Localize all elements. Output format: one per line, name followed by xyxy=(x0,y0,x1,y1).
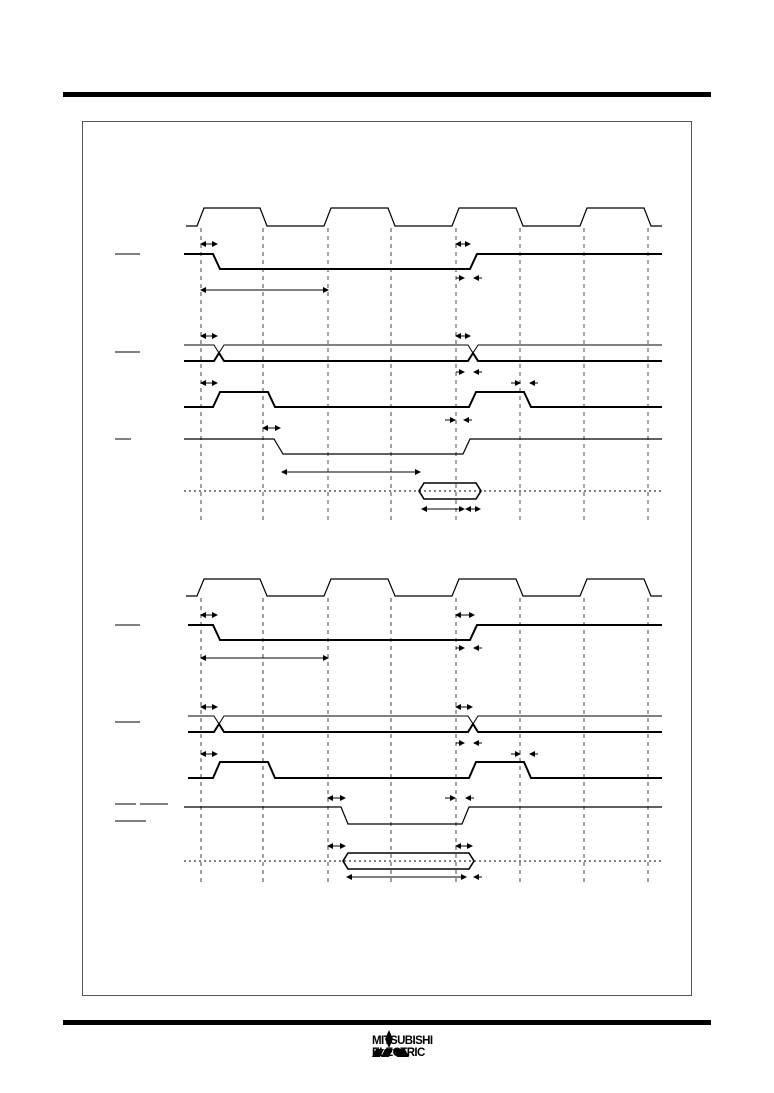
upper-timing-arrows xyxy=(200,241,538,512)
logo-line-2: ELECTRIC xyxy=(372,1047,425,1059)
lower-clock-wave xyxy=(186,578,662,597)
lower-data-valid-window xyxy=(342,852,475,870)
upper-clock-wave xyxy=(186,207,662,227)
upper-signal1-wave xyxy=(184,253,662,270)
upper-signal2-bus-top xyxy=(184,344,662,354)
lower-signal4-wave xyxy=(184,806,662,825)
upper-signal4-wave xyxy=(184,438,662,455)
company-logo-text: MITSUBISHI ELECTRIC xyxy=(372,1035,433,1059)
footer-rule xyxy=(63,1020,711,1025)
lower-signal3-wave xyxy=(188,761,662,779)
upper-signal3-wave xyxy=(184,391,662,408)
upper-signal2-bus-bottom xyxy=(184,351,662,362)
lower-signal2-bus-bottom xyxy=(188,722,662,733)
mitsubishi-diamonds-icon xyxy=(372,1030,409,1057)
header-rule xyxy=(63,92,711,97)
diagram-frame xyxy=(82,121,692,996)
logo-line-1: MITSUBISHI xyxy=(372,1035,433,1047)
lower-signal1-wave xyxy=(188,624,662,641)
upper-data-valid-window xyxy=(418,482,482,500)
upper-grid-lines xyxy=(200,228,649,522)
lower-timing-group xyxy=(115,578,662,884)
lower-signal2-bus-top xyxy=(188,715,662,725)
upper-timing-group xyxy=(115,207,662,522)
lower-timing-arrows xyxy=(200,612,538,880)
